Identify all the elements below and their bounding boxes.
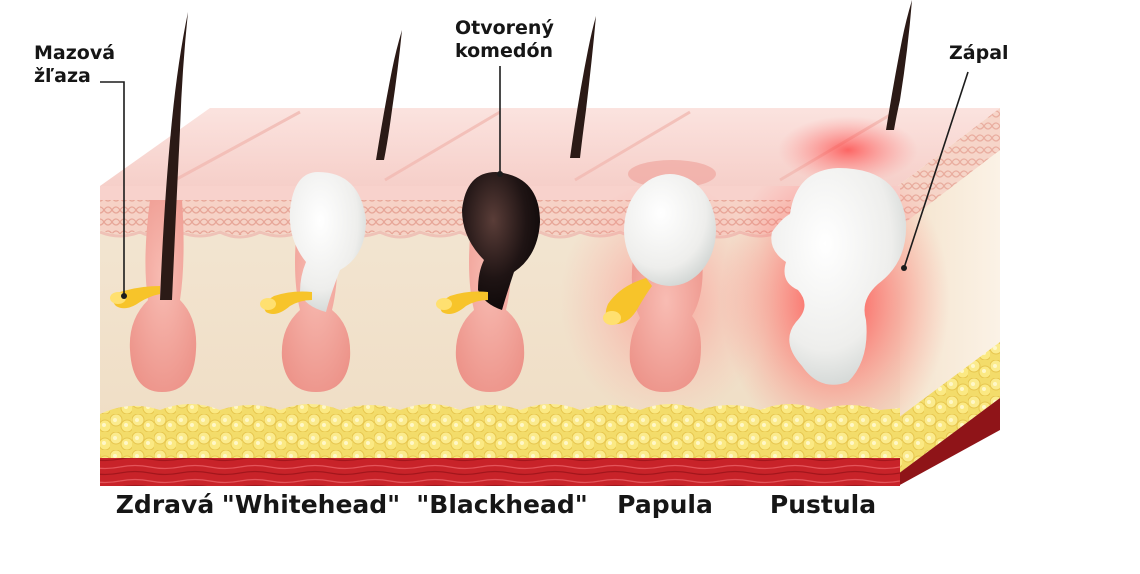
sebaceous-gland-label-line1: Mazová (34, 42, 115, 65)
inflammation-label: Zápal (949, 42, 1009, 65)
fat-layer (100, 404, 900, 460)
caption-papule: Papula (617, 490, 713, 520)
caption-healthy: Zdravá (116, 490, 214, 520)
pus-icon (624, 174, 716, 286)
open-comedone-label: Otvorený komedón (455, 17, 554, 63)
muscle-layer (100, 458, 900, 486)
caption-blackhead: "Blackhead" (416, 490, 588, 520)
sebaceous-gland-label: Mazová žľaza (34, 42, 115, 88)
open-comedone-label-line1: Otvorený (455, 17, 554, 40)
caption-pustule: Pustula (770, 490, 876, 520)
open-comedone-label-line2: komedón (455, 40, 554, 63)
sebaceous-gland-label-line2: žľaza (34, 65, 115, 88)
caption-whitehead: "Whitehead" (222, 490, 400, 520)
